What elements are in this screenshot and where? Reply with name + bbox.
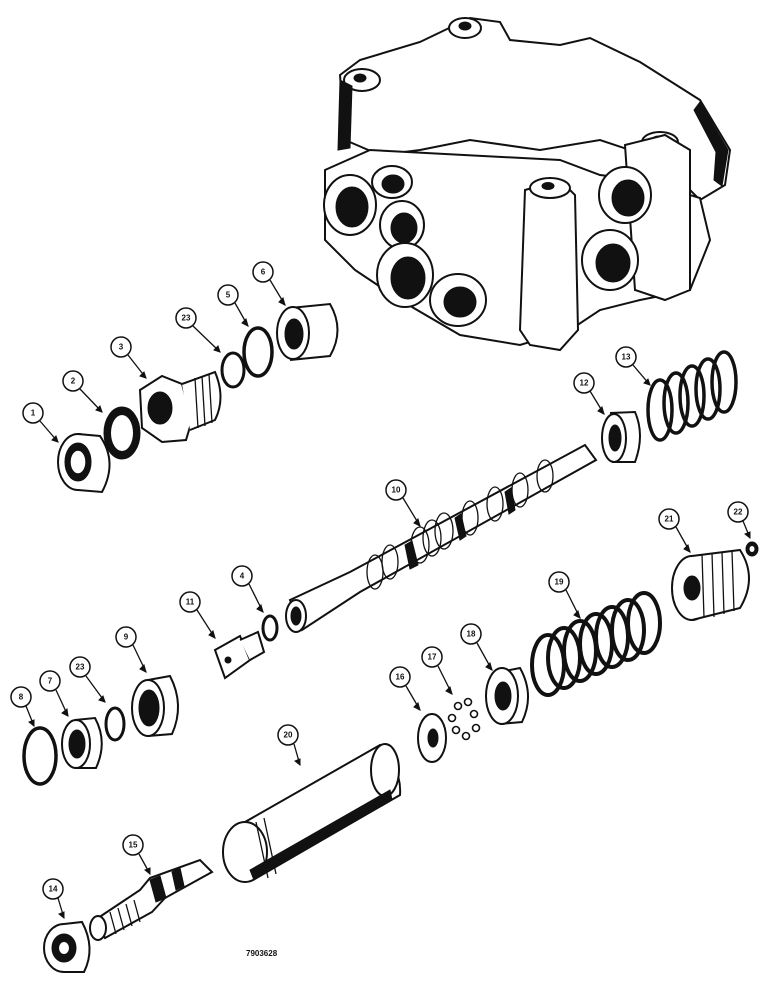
part-14-nut <box>43 920 91 973</box>
part-17-balls <box>447 697 481 741</box>
svg-text:20: 20 <box>284 731 293 740</box>
callout-20: 20 <box>277 724 301 767</box>
svg-text:19: 19 <box>555 578 564 587</box>
part-15-shaft <box>89 858 214 941</box>
part-18-bushing <box>485 666 529 725</box>
part-13-spring <box>646 350 738 442</box>
callout-17: 17 <box>421 646 453 695</box>
callout-21: 21 <box>658 508 691 553</box>
callout-7: 7 <box>39 670 69 717</box>
svg-text:11: 11 <box>186 598 195 607</box>
svg-text:17: 17 <box>428 653 437 662</box>
callout-6: 6 <box>252 261 286 306</box>
callout-2: 2 <box>62 370 103 413</box>
svg-text:3: 3 <box>119 343 124 352</box>
svg-text:18: 18 <box>467 630 476 639</box>
valve-body-housing <box>323 16 732 352</box>
callout-11: 11 <box>179 591 216 639</box>
part-3-hex-plug <box>138 370 222 444</box>
part-20-tube <box>222 743 402 883</box>
part-23-o-ring-upper <box>220 351 246 389</box>
svg-text:6: 6 <box>261 268 266 277</box>
callouts: 1 2 3 23 5 6 <box>10 261 751 920</box>
svg-text:8: 8 <box>19 693 24 702</box>
svg-text:23: 23 <box>182 314 191 323</box>
callout-23-lower: 23 <box>69 656 106 703</box>
callout-10: 10 <box>385 479 421 527</box>
part-22-small-plug <box>745 541 759 557</box>
part-23-o-ring-lower <box>104 706 126 742</box>
svg-text:12: 12 <box>580 379 589 388</box>
callout-14: 14 <box>42 878 65 920</box>
svg-text:10: 10 <box>392 486 401 495</box>
part-21-end-cap <box>671 548 750 621</box>
svg-text:5: 5 <box>226 291 231 300</box>
svg-text:4: 4 <box>240 572 245 581</box>
callout-15: 15 <box>122 834 151 876</box>
figure-number: 7903628 <box>246 949 278 958</box>
part-7-ring <box>61 716 103 769</box>
svg-text:1: 1 <box>31 409 36 418</box>
svg-text:21: 21 <box>665 515 674 524</box>
callout-5: 5 <box>217 284 249 327</box>
callout-8: 8 <box>10 686 35 728</box>
svg-text:2: 2 <box>71 377 76 386</box>
part-9-sleeve <box>131 674 179 737</box>
callout-19: 19 <box>548 571 581 619</box>
part-10-spool <box>285 443 598 633</box>
part-1-cap <box>57 433 111 494</box>
callout-9: 9 <box>115 626 147 673</box>
part-19-spring <box>530 591 662 697</box>
svg-text:9: 9 <box>124 633 129 642</box>
part-4-o-ring <box>261 614 279 642</box>
valve-ports <box>323 165 652 327</box>
callout-16: 16 <box>389 666 421 711</box>
part-2-washer <box>103 406 141 460</box>
svg-text:22: 22 <box>734 508 743 517</box>
part-16-washer <box>417 713 447 763</box>
part-6-sleeve <box>276 302 339 361</box>
callout-22: 22 <box>727 501 751 540</box>
callout-12: 12 <box>573 372 605 415</box>
svg-text:16: 16 <box>396 673 405 682</box>
svg-text:14: 14 <box>49 885 58 894</box>
svg-text:15: 15 <box>129 841 138 850</box>
svg-text:23: 23 <box>76 663 85 672</box>
part-11-adapter <box>213 630 266 680</box>
callout-23-upper: 23 <box>175 307 221 353</box>
callout-13: 13 <box>615 346 651 386</box>
callout-4: 4 <box>231 565 264 613</box>
callout-18: 18 <box>460 623 493 671</box>
part-12-bushing <box>601 410 641 463</box>
callout-3: 3 <box>110 336 147 379</box>
callout-1: 1 <box>22 402 59 443</box>
part-8-o-ring <box>22 726 58 786</box>
part-5-o-ring <box>242 326 274 378</box>
svg-text:13: 13 <box>622 353 631 362</box>
svg-text:7: 7 <box>48 677 53 686</box>
